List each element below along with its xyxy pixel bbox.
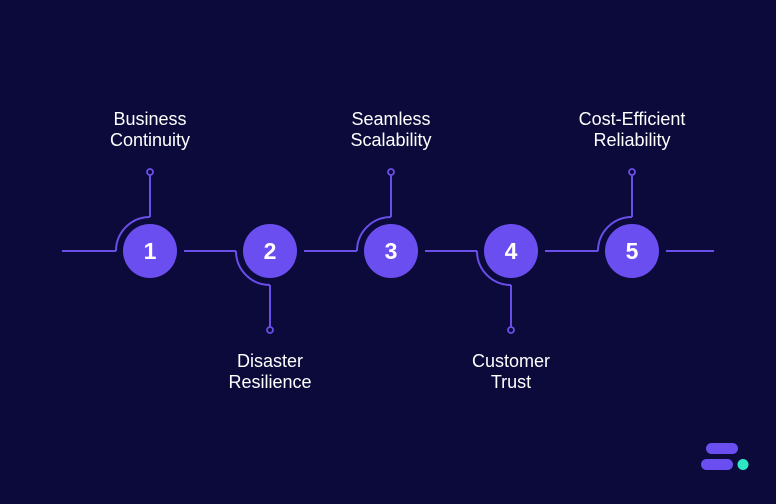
step-1-circle (123, 224, 177, 278)
step-5-stem-dot (628, 168, 636, 176)
step-5-label-line-1: Cost-Efficient (578, 109, 686, 129)
step-3-number: 3 (385, 238, 398, 264)
step-2-arc (235, 250, 271, 286)
step-5-arc (597, 216, 633, 252)
step-3-label-line-1: Seamless (351, 109, 431, 129)
step-1-number: 1 (144, 238, 157, 264)
step-3-arc (356, 216, 392, 252)
step-5-label: Cost-Efficient Reliability (532, 109, 732, 151)
step-5-number: 5 (626, 238, 639, 264)
step-2-label-line-1: Disaster (236, 351, 303, 371)
step-5-circle (605, 224, 659, 278)
step-5-label-line-2: Reliability (593, 130, 671, 150)
logo-bar-bottom (701, 459, 733, 470)
step-2-label: Disaster Resilience (170, 351, 370, 393)
step-3-label-line-2: Scalability (350, 130, 432, 150)
step-1-label-line-1: Business (113, 109, 187, 129)
connector-group (62, 168, 714, 334)
brand-logo-icon (701, 443, 749, 470)
step-4-label-line-2: Trust (490, 372, 532, 392)
step-3-circle (364, 224, 418, 278)
step-4-stem-dot (507, 326, 515, 334)
step-3-label: Seamless Scalability (291, 109, 491, 151)
step-4-label: Customer Trust (411, 351, 611, 393)
step-1-stem-dot (146, 168, 154, 176)
step-1-label-line-2: Continuity (109, 130, 191, 150)
step-2-circle (243, 224, 297, 278)
step-2-label-line-2: Resilience (228, 372, 312, 392)
step-2-number: 2 (264, 238, 277, 264)
step-4-arc (476, 250, 512, 286)
logo-bar-top (706, 443, 738, 454)
step-1-label: Business Continuity (50, 109, 250, 151)
step-4-number: 4 (505, 238, 518, 264)
step-1-arc (115, 216, 151, 252)
step-4-label-line-1: Customer (471, 351, 551, 371)
logo-dot (737, 459, 749, 470)
step-3-stem-dot (387, 168, 395, 176)
step-2-stem-dot (266, 326, 274, 334)
step-4-circle (484, 224, 538, 278)
node-group: 1 2 3 4 5 (123, 224, 659, 278)
